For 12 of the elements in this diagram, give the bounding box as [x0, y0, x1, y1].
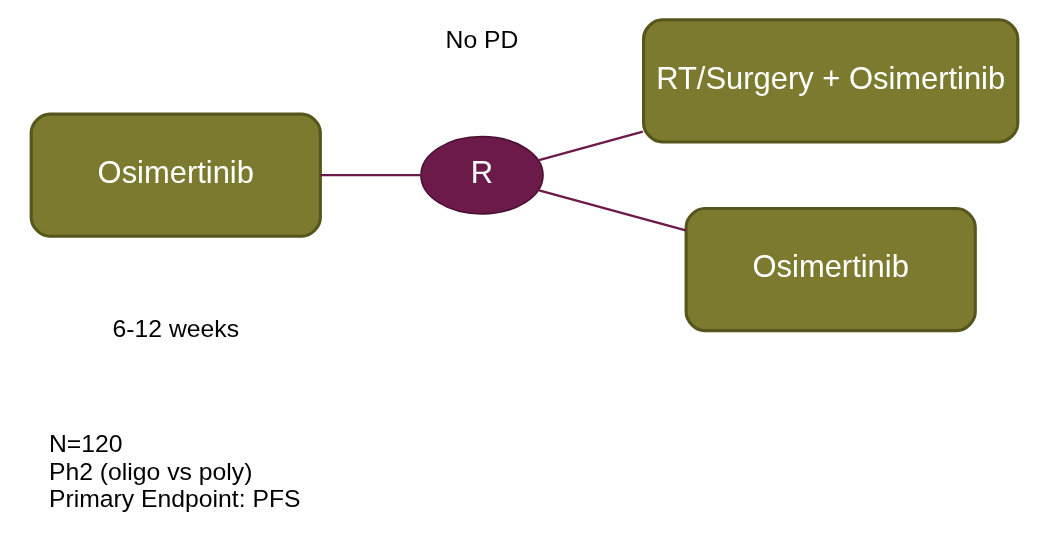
node-label: 6-12 weeks	[112, 315, 239, 343]
node-box: Osimertinib	[684, 206, 977, 333]
label: Primary Endpoint: PFS	[48, 485, 301, 513]
label: N=120	[48, 429, 123, 457]
node-ellipse: R	[419, 135, 544, 215]
connector	[538, 189, 686, 232]
node-box: RT/Surgery + Osimertinib	[641, 18, 1019, 144]
label: Ph2 (oligo vs poly)	[48, 457, 252, 485]
node-box: Osimertinib	[29, 112, 322, 238]
node-label: No PD	[445, 26, 518, 54]
connector	[538, 130, 643, 162]
connector	[319, 174, 420, 177]
